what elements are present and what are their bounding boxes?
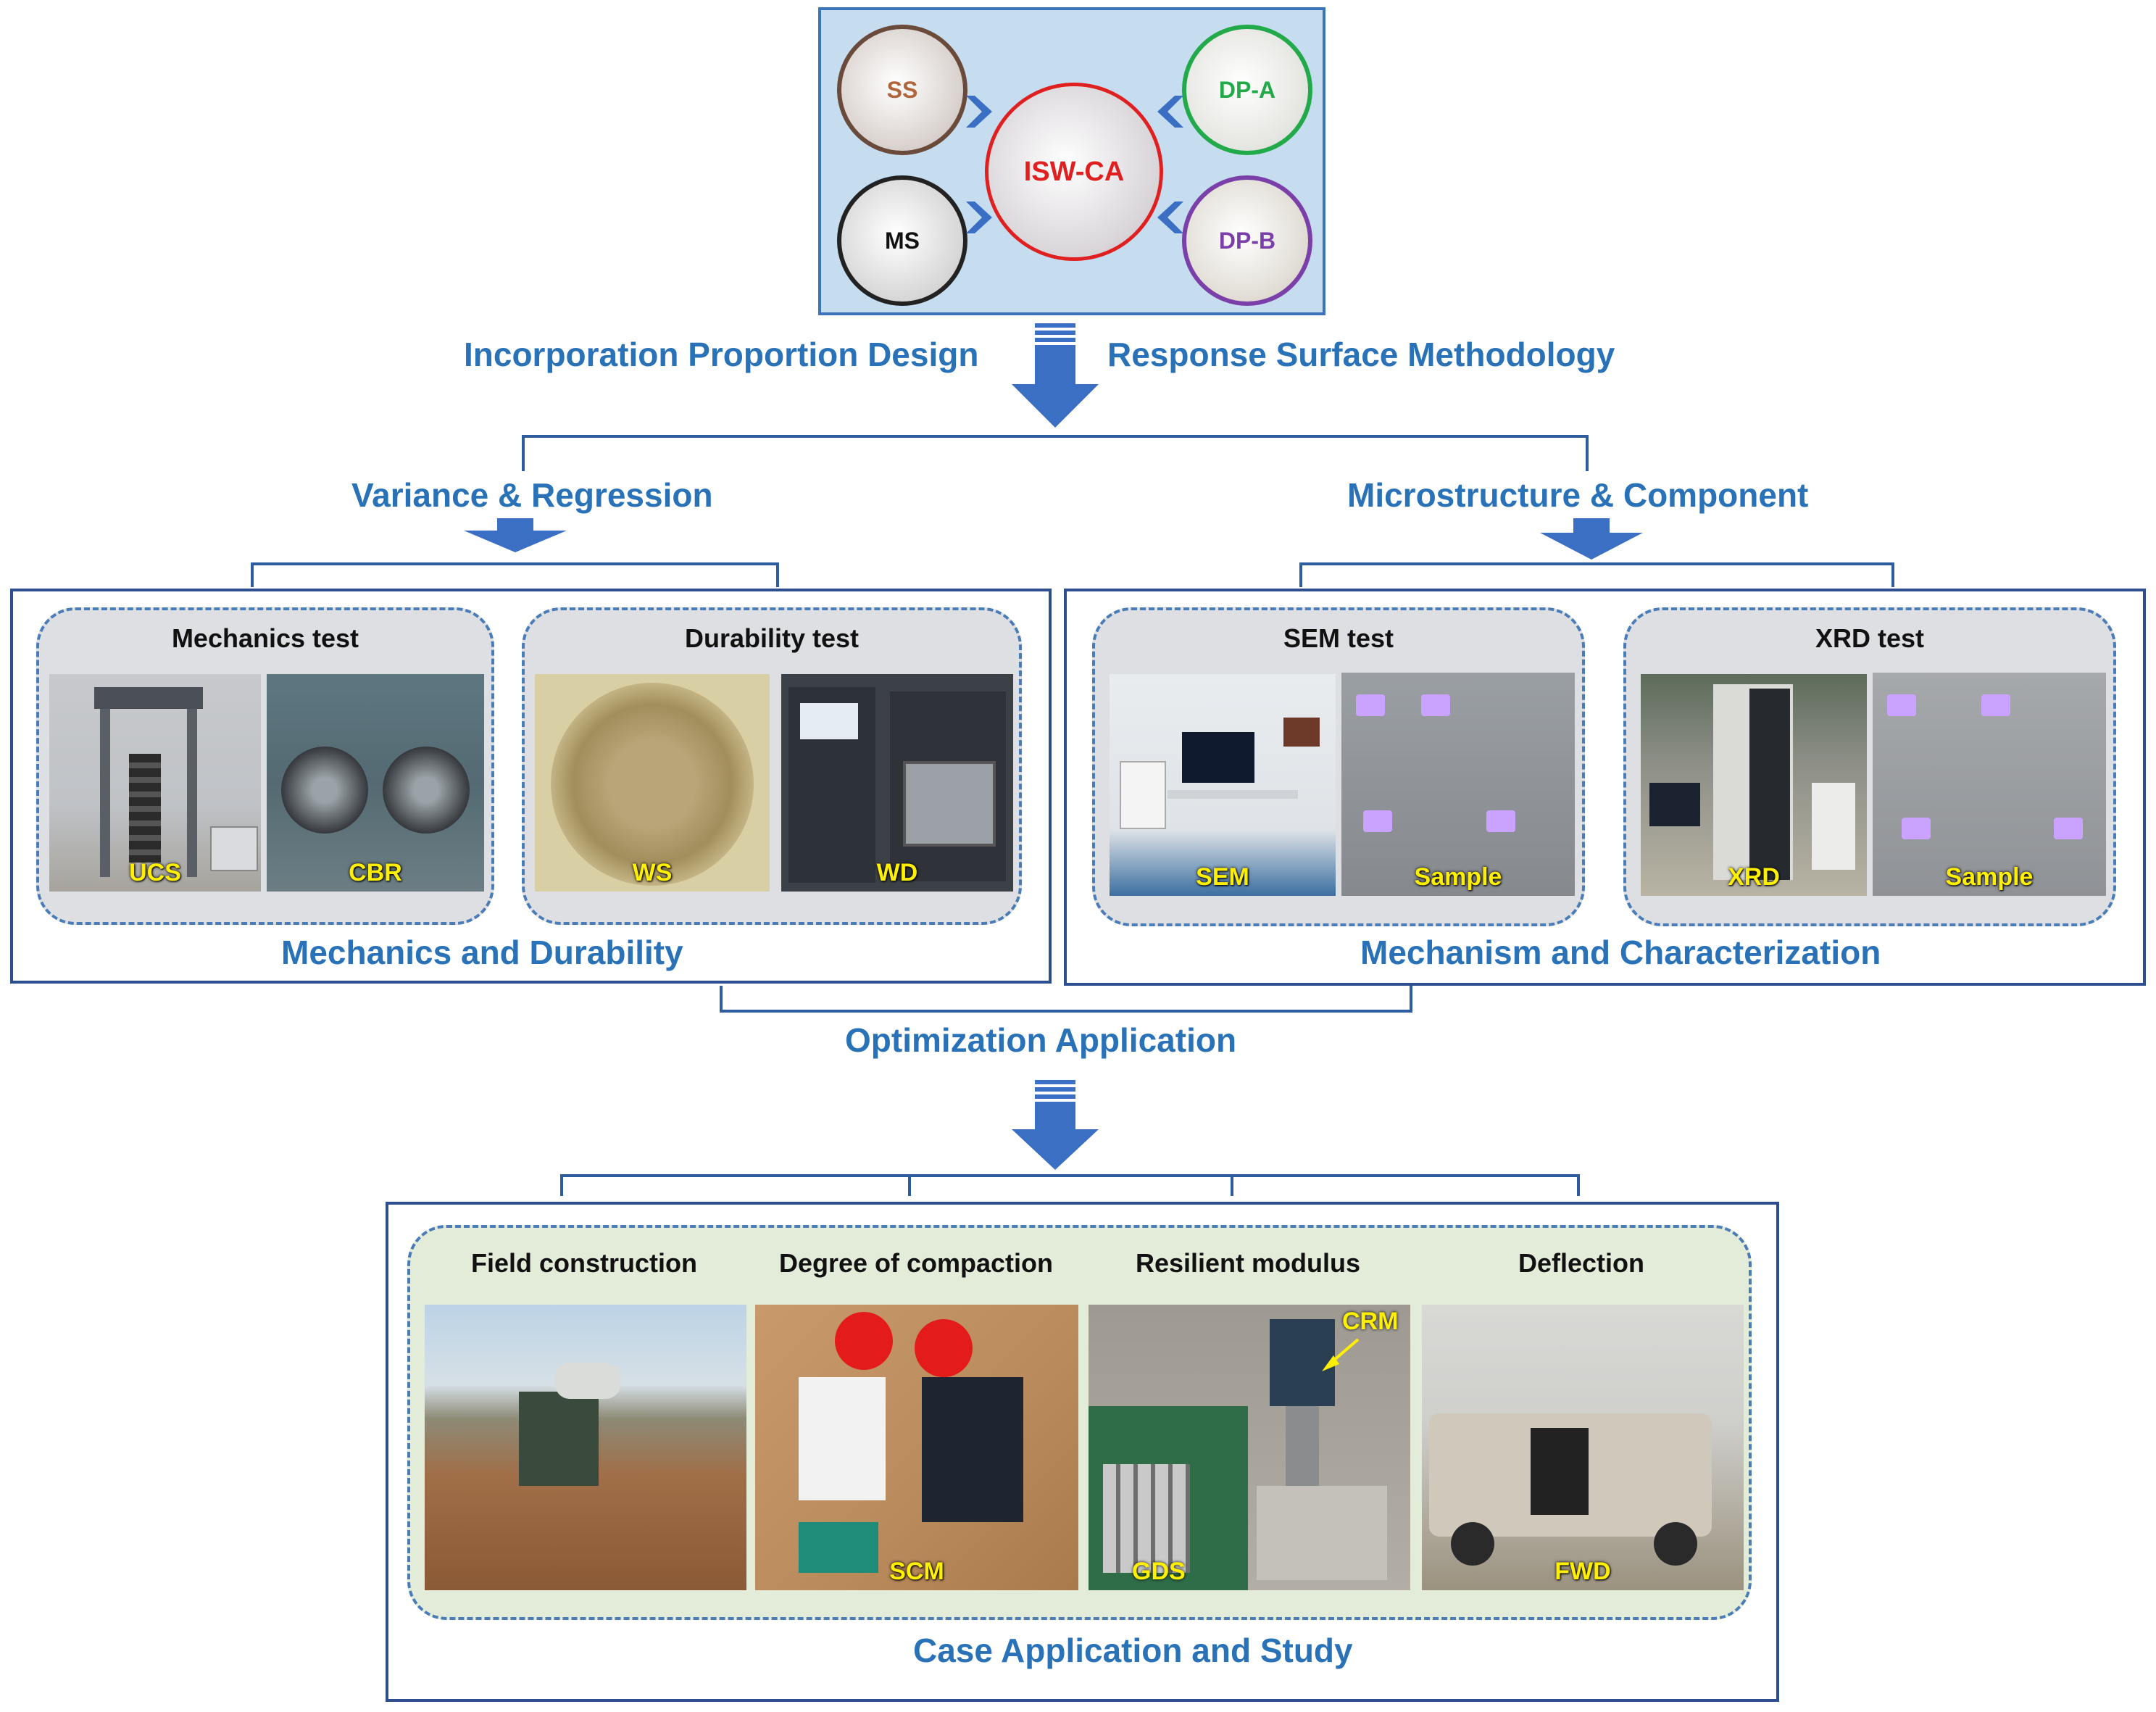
xrd-test-panel: XRD test XRD Sample	[1623, 607, 2116, 926]
wd-label: WD	[876, 859, 918, 886]
xrd-label: XRD	[1728, 863, 1780, 891]
resilient-modulus-title: Resilient modulus	[1135, 1248, 1361, 1278]
chevron-icons	[966, 96, 1183, 233]
ws-photo: WS	[535, 674, 770, 892]
gds-label: GDS	[1132, 1558, 1186, 1585]
resilient-modulus-photo: CRM GDS	[1089, 1305, 1410, 1590]
ucs-photo: UCS	[49, 674, 261, 892]
variance-heading: Variance & Regression	[351, 476, 713, 514]
incorporation-heading: Incorporation Proportion Design	[464, 336, 979, 373]
dp-a-label: DP-A	[1218, 76, 1276, 103]
compaction-title: Degree of compaction	[778, 1248, 1054, 1278]
optimization-heading: Optimization Application	[845, 1021, 1237, 1059]
ss-label: SS	[886, 76, 918, 103]
crm-pointer-arrow-icon	[1322, 1338, 1360, 1371]
field-construction-photo	[425, 1305, 746, 1590]
xrd-photo: XRD	[1641, 674, 1867, 896]
field-construction-title: Field construction	[470, 1248, 697, 1278]
mechanics-durability-caption: Mechanics and Durability	[281, 934, 683, 971]
wd-photo: WD	[781, 674, 1013, 892]
mechanics-test-panel: Mechanics test UCS CBR	[36, 607, 494, 925]
dp-b-dish: DP-B	[1182, 175, 1312, 306]
deflection-title: Deflection	[1518, 1248, 1645, 1278]
dp-b-label: DP-B	[1218, 227, 1276, 254]
isw-ca-dish: ISW-CA	[985, 83, 1163, 261]
xrd-test-title: XRD test	[1815, 623, 1925, 653]
durability-test-title: Durability test	[684, 623, 860, 653]
cbr-label: CBR	[349, 859, 402, 886]
deflection-photo: FWD	[1422, 1305, 1744, 1590]
ws-label: WS	[632, 859, 673, 886]
sem-sample-photo: Sample	[1341, 673, 1575, 896]
sem-test-title: SEM test	[1283, 623, 1394, 653]
microstructure-heading: Microstructure & Component	[1347, 476, 1809, 514]
fwd-label: FWD	[1554, 1558, 1611, 1585]
sem-test-panel: SEM test SEM Sample	[1092, 607, 1585, 926]
ucs-label: UCS	[129, 859, 181, 886]
sem-label: SEM	[1196, 863, 1249, 891]
case-study-panel: Field construction Degree of compaction …	[407, 1225, 1752, 1620]
sem-sample-label: Sample	[1414, 863, 1502, 891]
isw-ca-label: ISW-CA	[1023, 156, 1125, 187]
ms-dish: MS	[837, 175, 967, 306]
case-study-caption: Case Application and Study	[913, 1632, 1353, 1669]
materials-panel: SS MS ISW-CA DP-A DP-B	[818, 7, 1325, 315]
mechanism-caption: Mechanism and Characterization	[1360, 934, 1881, 971]
dp-a-dish: DP-A	[1182, 25, 1312, 155]
xrd-sample-photo: Sample	[1873, 673, 2106, 896]
xrd-sample-label: Sample	[1945, 863, 2034, 891]
durability-test-panel: Durability test WS WD	[522, 607, 1022, 925]
compaction-photo: SCM	[755, 1305, 1078, 1590]
ss-dish: SS	[837, 25, 967, 155]
cbr-photo: CBR	[267, 674, 484, 892]
ms-label: MS	[885, 227, 920, 254]
mechanics-test-title: Mechanics test	[171, 623, 359, 653]
crm-label: CRM	[1342, 1308, 1399, 1335]
rsm-heading: Response Surface Methodology	[1107, 336, 1615, 373]
scm-label: SCM	[889, 1558, 944, 1585]
sem-photo: SEM	[1110, 674, 1336, 896]
